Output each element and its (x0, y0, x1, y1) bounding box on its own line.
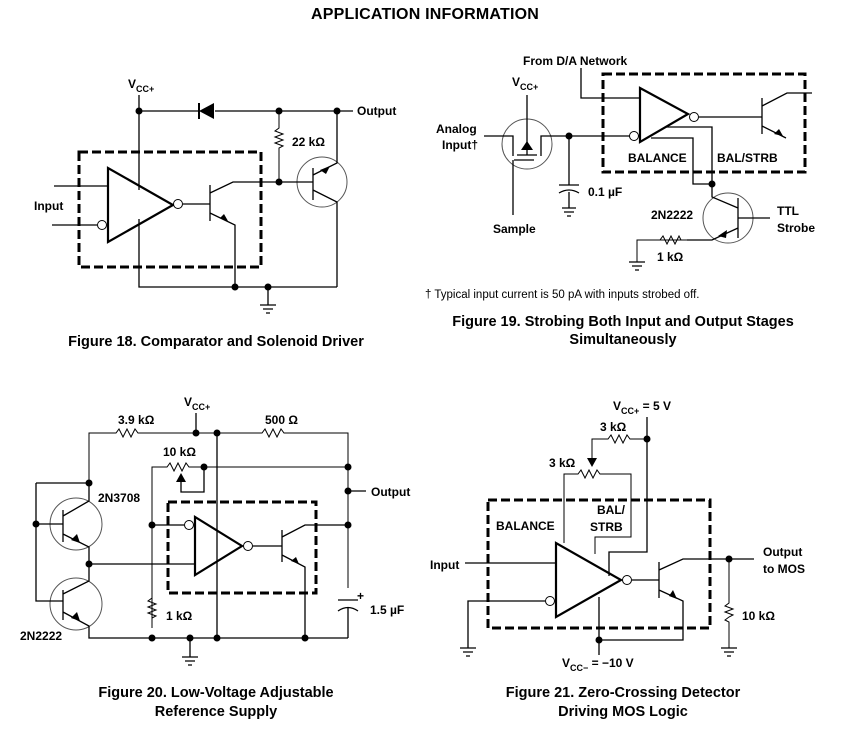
r3-label: 1 kΩ (166, 609, 193, 623)
da-wire (580, 68, 640, 99)
analog-label: Analog (436, 122, 477, 136)
r1-label: 1 kΩ (657, 250, 684, 264)
capacitor-icon (558, 136, 580, 217)
output-transistor-icon (253, 524, 348, 638)
r1-label: 3 kΩ (600, 420, 627, 434)
analog-input-label: Input† (442, 138, 478, 152)
resistor-22k-icon (273, 111, 285, 182)
input-label: Input (430, 558, 459, 572)
q2-label: 2N2222 (20, 629, 62, 643)
sample-label: Sample (493, 222, 536, 236)
bal-label: BAL/ (597, 503, 626, 517)
pot-label: 3 kΩ (549, 456, 576, 470)
r1-label: 22 kΩ (292, 135, 325, 149)
comparator-icon (193, 515, 245, 577)
figure-19: From D/A Network VCC+ Analog Input† Samp… (425, 54, 815, 348)
comparator-icon (638, 86, 691, 144)
ttl-label: TTL (777, 204, 799, 218)
figure-20-caption-line2: Reference Supply (155, 704, 278, 720)
balance-label: BALANCE (628, 151, 687, 165)
strobe-label: Strobe (777, 221, 815, 235)
input-wires (52, 185, 108, 226)
r1-label: 3.9 kΩ (118, 413, 155, 427)
comparator-icon (106, 166, 176, 244)
resistor-1k-icon (636, 234, 687, 262)
q1-label: 2N3708 (98, 491, 140, 505)
cap-label: 0.1 µF (588, 185, 622, 199)
r2-label: 10 kΩ (742, 609, 775, 623)
pot-3k-icon (563, 468, 632, 554)
vcc-label: VCC+ (184, 395, 210, 412)
ic-package-outline (166, 500, 318, 595)
figure-21-caption-line2: Driving MOS Logic (558, 704, 688, 720)
cap-label: 1.5 µF (370, 603, 404, 617)
resistor-3k-icon (591, 433, 647, 460)
top-rail (138, 95, 353, 112)
ground-icon (629, 261, 645, 271)
r2-label: 500 Ω (265, 413, 298, 427)
ground-rail (138, 219, 337, 288)
vccn-label: VCC− = −10 V (562, 656, 634, 673)
ground-icon (460, 647, 476, 657)
figure-21-caption-line1: Figure 21. Zero-Crossing Detector (506, 685, 741, 701)
comparator-icon (554, 541, 624, 619)
ic-package-outline (601, 72, 807, 174)
capacitor-icon (337, 599, 359, 638)
ground-icon (721, 647, 737, 657)
balance-wires (651, 126, 713, 185)
output-label: Output (357, 104, 396, 118)
resistor-10k-icon (723, 559, 735, 648)
resistor-1k-icon (146, 597, 158, 619)
vccp-label: VCC+ = 5 V (613, 399, 671, 416)
ground-icon (260, 287, 276, 314)
output-transistor-icon (699, 92, 812, 139)
from-da-label: From D/A Network (523, 54, 628, 68)
output-transistor-icon (183, 181, 279, 287)
ic-package-outline (77, 150, 263, 269)
figure-19-caption-line1: Figure 19. Strobing Both Input and Outpu… (452, 314, 794, 330)
inverting-output-bubble (173, 199, 183, 209)
figure-19-caption-line2: Simultaneously (569, 332, 676, 348)
footnote: † Typical input current is 50 pA with in… (425, 289, 699, 301)
strb-label: STRB (590, 520, 623, 534)
output-label-line2: to MOS (763, 562, 805, 576)
balstrb-label: BAL/STRB (717, 151, 778, 165)
balance-label: BALANCE (496, 519, 555, 533)
pot-10k-icon (151, 461, 348, 628)
output-label: Output (371, 485, 410, 499)
transistor-label: 2N2222 (651, 208, 693, 222)
ground-icon (182, 638, 198, 666)
diode-icon (198, 103, 214, 119)
figure-18-caption: Figure 18. Comparator and Solenoid Drive… (68, 334, 364, 350)
plus-label: + (357, 589, 364, 603)
pot-label: 10 kΩ (163, 445, 196, 459)
q2-2n2222-icon (49, 577, 103, 631)
vcc-plus-wire (608, 417, 648, 576)
vcc-label: VCC+ (128, 77, 154, 94)
figure-21: VCC+ = 5 V 3 kΩ 3 kΩ BALANCE BAL/ STRB I… (430, 399, 805, 720)
page-title: APPLICATION INFORMATION (311, 6, 539, 23)
figure-20: VCC+ 3.9 kΩ 500 Ω 10 kΩ Output 2N3708 2N… (20, 395, 410, 720)
figure-18: VCC+ Output 22 kΩ Input (34, 77, 396, 350)
output-label-line1: Output (763, 545, 802, 559)
output-transistor-icon (598, 558, 754, 655)
vcc-label: VCC+ (512, 75, 538, 92)
input-label: Input (34, 199, 63, 213)
figure-20-caption-line1: Figure 20. Low-Voltage Adjustable (98, 685, 333, 701)
